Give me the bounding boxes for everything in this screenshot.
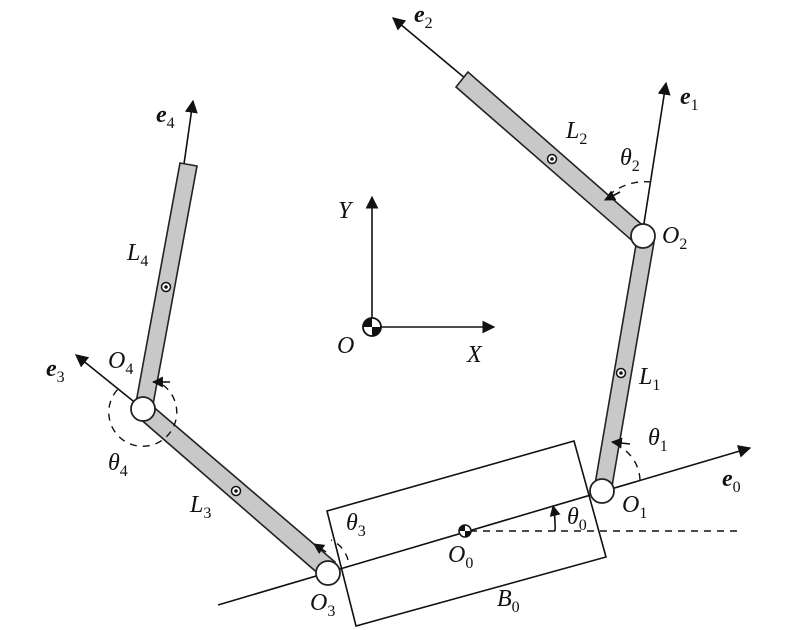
theta2-arrow <box>604 190 621 201</box>
label-theta0: θ0 <box>567 504 587 534</box>
label-O2: O2 <box>662 223 687 253</box>
label-O4: O4 <box>108 348 133 378</box>
label-theta4: θ4 <box>108 450 128 480</box>
label-e1: e1 <box>680 84 699 114</box>
theta3-arc <box>330 539 349 561</box>
theta4-arc <box>108 384 178 448</box>
label-theta1: θ1 <box>648 425 668 455</box>
e3-axis-line <box>74 354 144 410</box>
e1-axis-line <box>641 81 671 237</box>
label-e0: e0 <box>722 466 741 496</box>
label-L4: L4 <box>126 240 148 270</box>
joint-O3 <box>315 560 341 586</box>
label-theta3: θ3 <box>346 510 366 540</box>
label-L2: L2 <box>565 118 587 148</box>
label-B0: B0 <box>497 586 520 616</box>
joint-O2 <box>630 223 656 249</box>
label-O0: O0 <box>448 542 473 572</box>
label-e3: e3 <box>46 356 65 386</box>
e4-axis-line <box>183 99 198 165</box>
label-L1: L1 <box>638 364 660 394</box>
label-L3: L3 <box>189 492 211 522</box>
label-O3: O3 <box>310 590 335 620</box>
theta3-arrow <box>313 543 327 555</box>
theta2-arc <box>607 180 652 197</box>
label-e2: e2 <box>414 2 433 32</box>
joint-O4 <box>130 396 156 422</box>
label-theta2: θ2 <box>620 145 640 175</box>
theta1-arc <box>621 447 641 481</box>
link-centre-marks <box>160 153 627 497</box>
label-O1: O1 <box>622 492 647 522</box>
base-centre-marker <box>458 524 472 538</box>
theta0-arc <box>549 504 561 532</box>
origin-marker <box>362 317 382 337</box>
label-x-axis: X <box>466 342 483 368</box>
label-origin: O <box>337 333 354 359</box>
label-y-axis: Y <box>338 198 354 224</box>
e0-axis-line <box>217 445 752 606</box>
label-e4: e4 <box>156 102 175 132</box>
theta1-arrow <box>610 437 631 449</box>
e2-axis-line <box>392 17 467 80</box>
base-body <box>326 440 607 627</box>
joint-O1 <box>589 478 615 504</box>
